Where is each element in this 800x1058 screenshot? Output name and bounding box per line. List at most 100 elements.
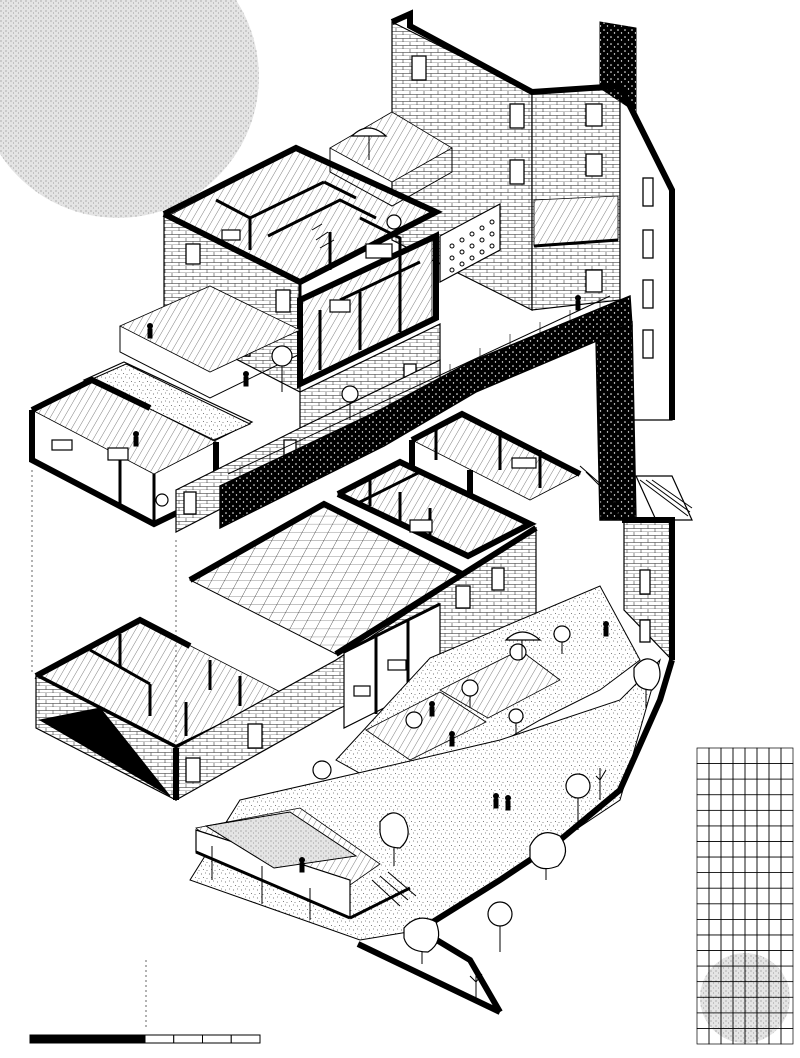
scale-bar-segment	[202, 1034, 232, 1044]
legend-grid-cell	[708, 809, 722, 827]
legend-grid-cell	[708, 825, 722, 842]
legend-grid-cell	[708, 763, 722, 780]
tree	[633, 658, 661, 708]
legend-grid-cell	[744, 794, 758, 811]
legend-grid-cell	[756, 747, 770, 764]
legend-grid-cell	[708, 919, 722, 936]
legend-grid-cell	[696, 825, 710, 842]
legend-grid-cell	[696, 950, 710, 967]
legend-grid-cell	[744, 778, 758, 796]
lower-block	[34, 500, 538, 802]
legend-grid-cell	[780, 1028, 794, 1045]
scale-bar-segment	[29, 1034, 60, 1044]
legend-grid-cell	[720, 934, 734, 951]
legend-grid-cell	[696, 778, 710, 796]
legend-grid	[696, 747, 794, 1045]
legend-grid-cell	[768, 778, 782, 796]
legend-grid-cell	[732, 794, 746, 811]
scale-bar-segment	[144, 1034, 175, 1044]
tree	[565, 773, 591, 830]
legend-grid-cell	[720, 856, 734, 873]
legend-grid-cell	[744, 841, 758, 858]
legend-grid-cell	[708, 747, 722, 764]
legend-grid-cell	[768, 794, 782, 811]
legend-grid-cell	[768, 825, 782, 842]
legend-grid-cell	[768, 919, 782, 936]
legend-grid-cell	[720, 794, 734, 811]
legend-grid-cell	[780, 778, 794, 796]
legend-grid-cell	[696, 872, 710, 889]
legend-grid-cell	[768, 747, 782, 764]
legend-grid-cell	[780, 763, 794, 780]
legend-grid-cell	[780, 794, 794, 811]
legend-grid-cell	[756, 919, 770, 936]
legend-grid-cell	[780, 872, 794, 889]
legend-grid-cell	[720, 747, 734, 764]
legend-grid-cell	[696, 887, 710, 905]
legend-grid-cell	[756, 856, 770, 873]
legend-grid-cell	[696, 903, 710, 920]
legend-grid-cell	[756, 872, 770, 889]
lower-pavilion	[195, 807, 417, 920]
legend-grid-cell	[744, 856, 758, 873]
legend-grid-cell	[780, 919, 794, 936]
legend-grid-cell	[744, 825, 758, 842]
legend-grid-cell	[708, 903, 722, 920]
tree	[341, 385, 359, 420]
legend-grid-cell	[696, 794, 710, 811]
legend-grid-cell	[780, 934, 794, 951]
texture-circle-top	[0, 0, 259, 218]
tree	[508, 708, 524, 734]
legend-grid-cell	[732, 825, 746, 842]
legend-grid-cell	[756, 825, 770, 842]
legend-grid-cell	[780, 825, 794, 842]
legend-grid-cell	[720, 887, 734, 905]
scale-bar-segment	[87, 1034, 117, 1044]
legend-grid-cell	[696, 856, 710, 873]
legend-grid-cell	[768, 763, 782, 780]
legend-grid-cell	[732, 763, 746, 780]
legend-grid-cell	[744, 903, 758, 920]
legend-grid-cell	[768, 872, 782, 889]
legend-grid-cell	[768, 903, 782, 920]
legend-grid-cell	[744, 809, 758, 827]
legend-grid-cell	[780, 841, 794, 858]
legend-grid-cell	[768, 856, 782, 873]
people	[133, 295, 609, 873]
legend-grid-cell	[696, 1028, 710, 1045]
legend-grid-cell	[720, 919, 734, 936]
projection-lines	[31, 470, 177, 1030]
legend-grid-cell	[768, 809, 782, 827]
scale-bar	[29, 1034, 261, 1044]
legend-grid-cell	[756, 934, 770, 951]
legend-grid-cell	[756, 903, 770, 920]
legend-grid-cell	[756, 887, 770, 905]
tree	[553, 625, 571, 654]
legend-grid-cell	[768, 887, 782, 905]
legend-grid-cell	[744, 747, 758, 764]
legend-grid-cell	[720, 825, 734, 842]
legend-grid-cell	[708, 934, 722, 951]
tree	[487, 901, 513, 952]
legend-grid-cell	[720, 809, 734, 827]
legend-grid-cell	[732, 887, 746, 905]
legend-grid-cell	[720, 778, 734, 796]
legend-grid-cell	[768, 934, 782, 951]
legend-grid-cell	[708, 856, 722, 873]
legend-grid-cell	[744, 887, 758, 905]
roof-terrace-upper	[329, 111, 501, 283]
legend-grid-cell	[696, 809, 710, 827]
legend-grid-cell	[720, 872, 734, 889]
legend-grid-cell	[696, 919, 710, 936]
legend-grid-cell	[732, 856, 746, 873]
legend-grid-cell	[696, 747, 710, 764]
trees	[341, 385, 661, 1000]
tree	[461, 679, 479, 708]
scale-bar-segment	[173, 1034, 203, 1044]
legend-grid-cell	[732, 872, 746, 889]
legend-grid-cell	[732, 934, 746, 951]
legend-grid-cell	[744, 763, 758, 780]
legend-grid-cell	[756, 841, 770, 858]
legend-grid-cell	[732, 747, 746, 764]
